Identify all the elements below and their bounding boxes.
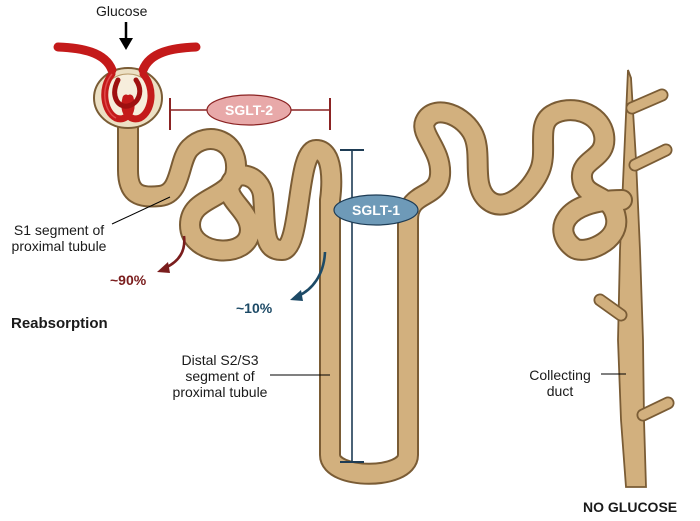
sglt2-badge xyxy=(206,94,292,126)
distal-segment-label: Distal S2/S3 segment of proximal tubule xyxy=(168,352,272,400)
s1-label-line1: S1 segment of xyxy=(13,222,105,238)
pct-10-label: ~10% xyxy=(236,300,273,316)
glucose-label: Glucose xyxy=(96,3,148,19)
renal-tubule xyxy=(117,99,633,485)
capillary-highlight xyxy=(104,73,117,119)
reabsorption-label: Reabsorption xyxy=(11,315,108,332)
collecting-duct-branch xyxy=(627,90,667,113)
distal-label-line2: segment of xyxy=(185,368,255,384)
collecting-duct-branch xyxy=(638,398,673,420)
collecting-label-line2: duct xyxy=(546,383,574,399)
distal-label-line1: Distal S2/S3 xyxy=(181,352,259,368)
afferent-arteriole xyxy=(53,42,117,75)
sglt2-label: SGLT-2 xyxy=(225,102,273,118)
curved-arrow-down-icon xyxy=(290,251,327,301)
collecting-duct-label: Collecting duct xyxy=(520,367,600,399)
collecting-duct-branch xyxy=(630,145,671,170)
sglt1-badge xyxy=(333,194,419,226)
s1-leader-line xyxy=(111,196,171,225)
collecting-duct-branch xyxy=(595,295,626,320)
tubule-fill xyxy=(119,101,631,483)
s1-label-line2: proximal tubule xyxy=(11,238,107,254)
curved-arrow-left-icon xyxy=(157,235,186,273)
s1-segment-label: S1 segment of proximal tubule xyxy=(4,222,114,254)
no-glucose-label: NO GLUCOSE xyxy=(583,499,678,515)
collecting-label-line1: Collecting xyxy=(529,367,591,383)
collecting-duct xyxy=(593,69,675,488)
capillary-loop xyxy=(112,77,143,109)
distal-label-line3: proximal tubule xyxy=(172,384,268,400)
capillary-loop xyxy=(121,70,155,123)
pct-90-label: ~90% xyxy=(110,272,147,288)
efferent-arteriole xyxy=(138,42,201,75)
collecting-duct-trunk xyxy=(617,69,647,488)
glomerulus xyxy=(53,42,201,129)
down-arrow-icon xyxy=(119,22,133,50)
sglt1-label: SGLT-1 xyxy=(352,202,400,218)
